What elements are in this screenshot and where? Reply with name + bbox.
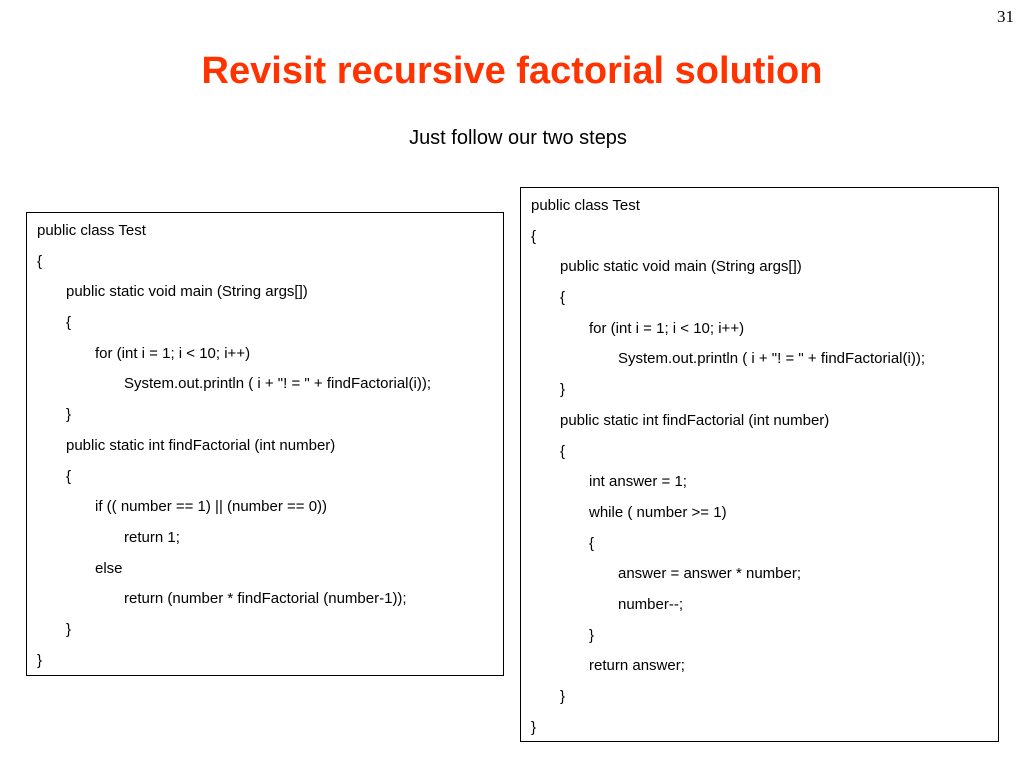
code-line: { [560,442,566,460]
code-line: } [37,651,43,669]
code-line: number--; [618,595,684,613]
code-line: { [66,314,72,332]
code-line: public static void main (String args[]) [560,258,802,276]
code-line: public static int findFactorial (int num… [66,436,336,454]
code-line: return 1; [124,528,180,546]
slide-number: 31 [997,7,1014,26]
code-line: System.out.println ( i + "! = " + findFa… [124,375,432,393]
code-line: { [37,252,43,270]
code-line: { [66,467,72,485]
recursive-code-box: public class Test { public static void m… [26,212,504,676]
code-line: } [589,626,595,644]
code-line: public static void main (String args[]) [66,283,308,301]
code-line: else [95,559,123,577]
code-line: if (( number == 1) || (number == 0)) [95,498,328,516]
code-line: System.out.println ( i + "! = " + findFa… [618,350,926,368]
code-line: return answer; [589,657,685,675]
slide-title: Revisit recursive factorial solution [201,50,823,92]
code-line: } [66,620,72,638]
code-line: } [560,688,566,705]
slide-subtitle: Just follow our two steps [409,127,627,149]
code-line: public class Test [531,197,640,214]
code-line: public class Test [37,222,146,239]
code-line: return (number * findFactorial (number-1… [124,590,407,608]
code-line: } [560,381,566,399]
code-line: public static int findFactorial (int num… [560,411,830,429]
code-line: { [531,227,537,245]
code-line: } [66,406,72,424]
code-line: while ( number >= 1) [589,503,727,521]
code-line: } [531,718,537,736]
code-line: int answer = 1; [589,473,687,491]
code-line: { [560,289,566,307]
code-line: for (int i = 1; i < 10; i++) [589,319,745,337]
code-line: answer = answer * number; [618,565,802,583]
code-line: { [589,534,595,552]
code-line: for (int i = 1; i < 10; i++) [95,344,251,362]
iterative-code-box: public class Test { public static void m… [520,187,999,742]
